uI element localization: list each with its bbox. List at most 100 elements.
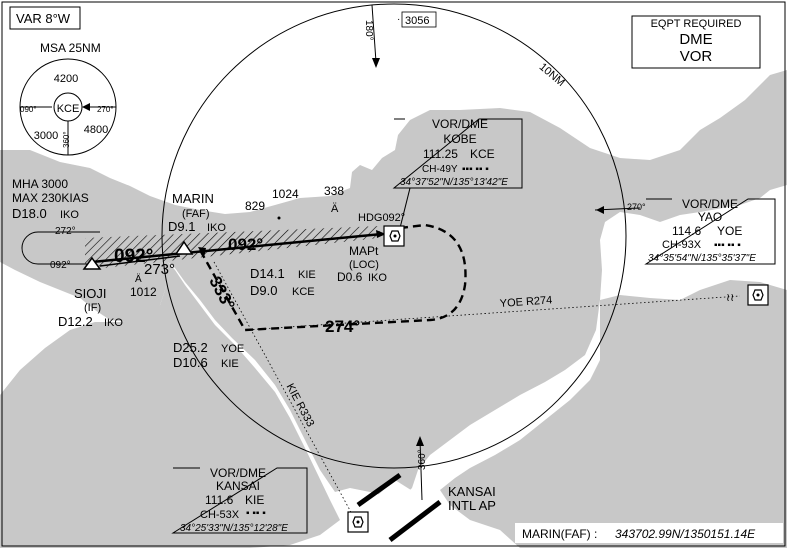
kansai-freq: 111.6 <box>205 493 234 507</box>
marin-distance: D9.1 <box>168 219 195 234</box>
mapt-name: MAPt <box>349 244 379 258</box>
holding-outbound: 092° <box>50 260 71 271</box>
turn-arrow <box>198 247 206 258</box>
missed-approach-path <box>198 223 467 332</box>
marin-fix-triangle <box>174 240 194 255</box>
kobe-channel: CH-49Y <box>422 164 458 175</box>
sioji-elevation: 1012 <box>130 285 157 299</box>
runway-north <box>356 472 402 508</box>
marin-name: MARIN <box>172 191 214 206</box>
sioji-name: SIOJI <box>74 286 107 301</box>
equipment-item: DME <box>679 31 712 48</box>
msa-center: KCE <box>57 103 80 115</box>
land-east <box>440 280 787 548</box>
footer-coords: 343702.99N/1350151.14E <box>615 527 756 541</box>
marin-distance-ref: IKO <box>207 222 226 234</box>
kansai-type: VOR/DME <box>210 466 266 480</box>
yoe-radial-line <box>244 295 741 331</box>
yao-ident: YOE <box>717 224 742 238</box>
kobe-ident: KCE <box>470 147 495 161</box>
mapt-distance-ref: IKO <box>368 272 387 284</box>
msa-sector-southwest: 3000 <box>34 130 58 142</box>
obstacle-box <box>401 11 437 28</box>
radial-break: ≀≀ <box>726 292 734 304</box>
yao-name: YAO <box>698 210 722 224</box>
kobe-morse: ▪▪▪ ▪▪ ▪ <box>462 164 489 175</box>
footer-label: MARIN(FAF) : <box>522 527 597 541</box>
variation-label: VAR 8°W <box>16 11 71 26</box>
inbound-180-arrow <box>372 58 380 68</box>
inbound-180-line <box>371 4 377 63</box>
kobe-freq: 111.25 <box>423 147 458 161</box>
kansai-coords: 34°25'33"N/135°12'28"E <box>180 523 288 534</box>
reverse-track <box>99 255 181 267</box>
kansai-name: KANSAI <box>216 479 260 493</box>
holding-distance: D18.0 <box>12 206 47 221</box>
msa-title: MSA 25NM <box>40 41 101 55</box>
fix-d14-distance: D14.1 <box>250 266 285 281</box>
navaid-kansai: VOR/DME KANSAI 111.6 KIE CH-53X ▪ ▪▪ ▪ 3… <box>171 466 308 534</box>
kansai-morse: ▪ ▪▪ ▪ <box>246 508 266 519</box>
holding-distance-ref: IKO <box>60 209 79 221</box>
mapt-distance: D0.6 <box>337 270 363 284</box>
land-southwest <box>0 262 340 548</box>
kobe-vor-symbol <box>383 225 405 247</box>
kobe-type: VOR/DME <box>432 117 488 131</box>
variation-box <box>9 6 81 30</box>
fix-d10-distance: D10.6 <box>173 355 208 370</box>
msa-sector-southeast: 4800 <box>84 124 108 136</box>
inbound-180-label: 180° <box>363 20 374 41</box>
kansai-bearing: 360° <box>417 449 428 470</box>
ten-nm-label: 10NM <box>537 61 567 89</box>
kobe-coords: 34°37'52"N/135°13'42"E <box>400 177 508 188</box>
fix-d14-ref: KIE <box>298 269 316 281</box>
elevation: 1024 <box>272 187 299 201</box>
navaid-kobe: VOR/DME KOBE 111.25 KCE CH-49Y ▪▪▪ ▪▪ ▪ … <box>392 117 523 189</box>
kansai-vor-symbol <box>347 511 369 533</box>
kansai-airport-island <box>355 472 445 545</box>
footer-bg <box>515 523 783 543</box>
elevation: 338 <box>324 184 344 198</box>
approach-course: 092° <box>228 235 263 254</box>
approach-arrow <box>376 230 386 238</box>
mapt-type: (LOC) <box>349 259 379 271</box>
msa-bearing-270: 270° <box>97 105 114 114</box>
marin-type: (FAF) <box>182 208 210 220</box>
kansai-bearing-arrow <box>416 436 424 446</box>
holding-mha: MHA 3000 <box>12 177 68 191</box>
runway-south <box>388 500 442 542</box>
yao-channel: CH-93X <box>662 239 702 251</box>
land-areas <box>0 70 787 548</box>
missed-heading: HDG092° <box>358 212 405 224</box>
fix-d25-ref: YOE <box>221 343 244 355</box>
arrival-course: 092° <box>114 246 153 267</box>
kansai-bearing-line <box>419 439 423 501</box>
yao-vor-symbol <box>747 284 769 306</box>
obstacle-top: 3056 <box>405 15 429 27</box>
equipment-item: VOR <box>680 48 713 65</box>
sioji-obstacle-symbol: Ä <box>135 273 142 285</box>
fix-d25-distance: D25.2 <box>173 340 208 355</box>
approach-track <box>91 232 383 264</box>
equipment-box <box>631 15 761 69</box>
yao-morse: ▪▪▪ ▪▪ ▪ <box>714 240 741 251</box>
kansai-ident: KIE <box>245 493 264 507</box>
airport-subname: INTL AP <box>448 498 496 513</box>
sioji-type: (IF) <box>84 302 101 314</box>
reverse-course: 273° <box>144 261 175 278</box>
msa-arrow <box>82 103 90 111</box>
msa-bearing-360: 360° <box>62 131 71 148</box>
fix-d9-ref: KCE <box>292 286 315 298</box>
equipment-title: EQPT REQUIRED <box>651 18 742 30</box>
yao-coords: 34°35'54"N/135°35'37"E <box>648 253 756 264</box>
navaid-yao: VOR/DME YAO 114.6 YOE CH-93X ▪▪▪ ▪▪ ▪ 34… <box>644 197 776 265</box>
spot-dot <box>277 216 281 220</box>
yao-bearing-arrow <box>596 206 604 214</box>
fix-d9-distance: D9.0 <box>250 283 277 298</box>
yao-bearing: 270° <box>627 202 646 212</box>
yoe-radial-label: YOE R274 <box>499 294 552 310</box>
msa-sector-north: 4200 <box>54 73 78 85</box>
